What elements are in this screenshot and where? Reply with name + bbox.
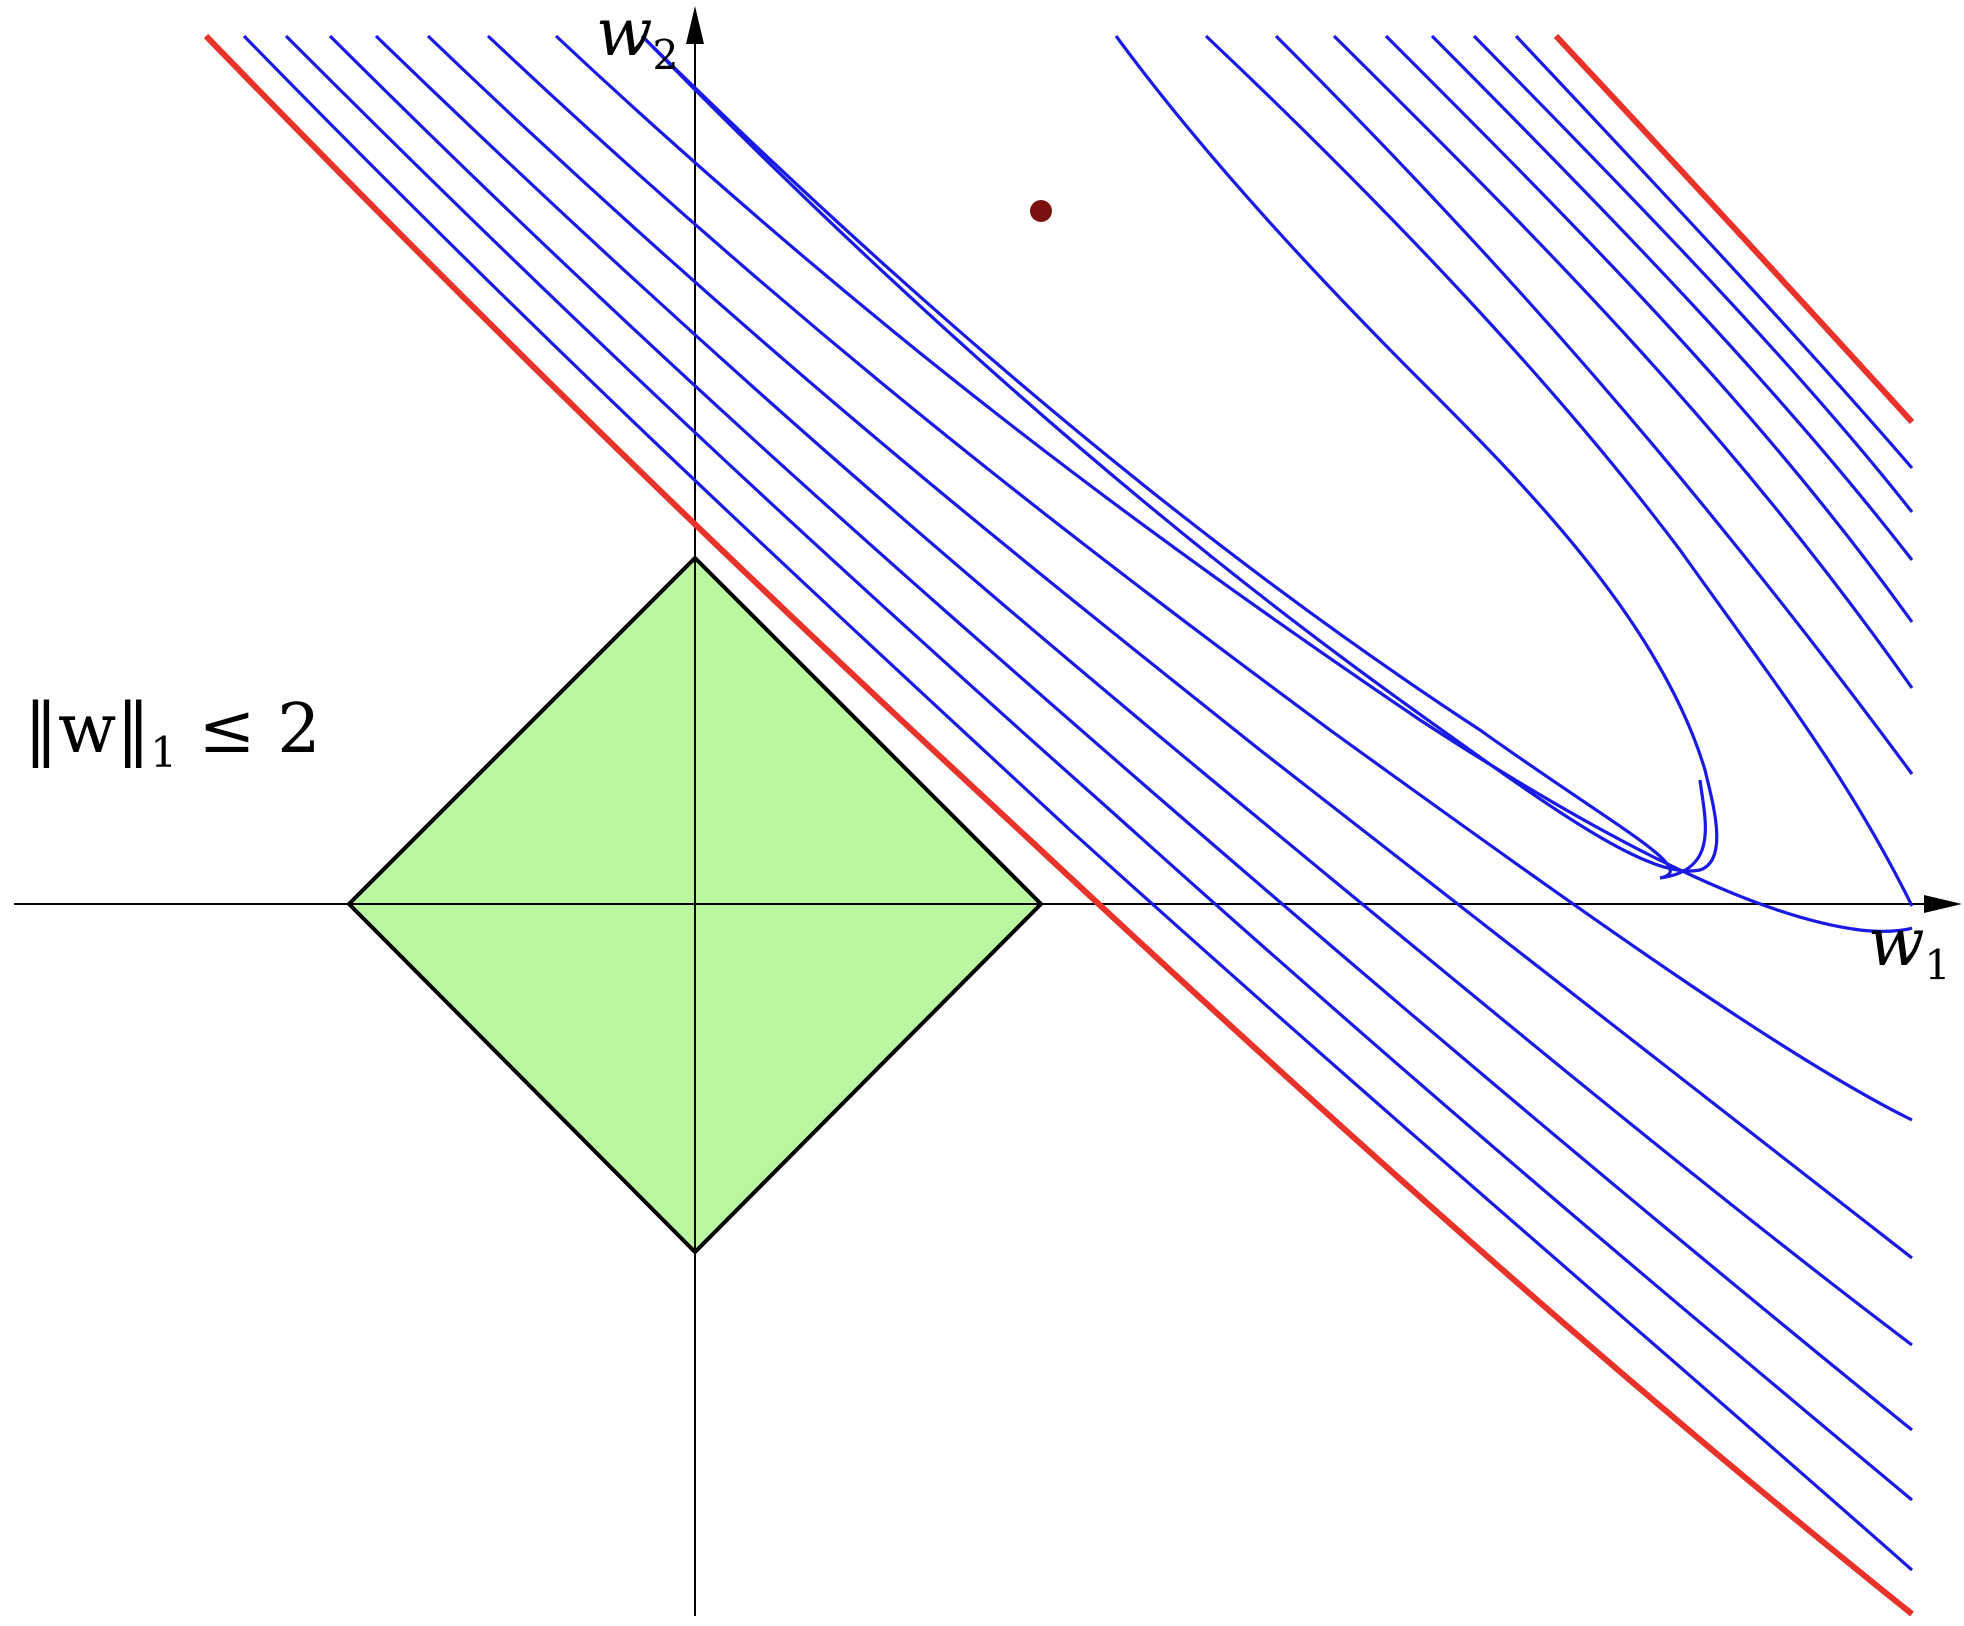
y-axis-label-subscript: 2	[652, 31, 679, 80]
constraint-norm-subscript: 1	[150, 727, 178, 777]
unconstrained-optimum-point	[1030, 200, 1052, 222]
contour-line	[284, 34, 1914, 1502]
contour-line	[1514, 34, 1914, 470]
contour-line	[426, 34, 1913, 1260]
constraint-norm: ‖w‖	[24, 690, 151, 769]
contour-line	[1332, 34, 1914, 689]
x-axis-arrow	[1924, 895, 1962, 913]
x-axis-label-name: w	[1868, 904, 1925, 981]
y-axis-label-name: w	[596, 0, 653, 71]
constraint-label: ‖w‖1 ≤ 2	[24, 690, 321, 777]
contour-extreme-upper	[1553, 33, 1915, 425]
contour-line	[1430, 34, 1914, 561]
contour-line	[486, 34, 1913, 1122]
contour-line-inner	[640, 34, 1719, 873]
contour-line	[242, 34, 1914, 1572]
contour-extreme-lower	[203, 33, 1914, 1617]
y-axis-arrow	[686, 6, 704, 44]
contour-line	[554, 34, 1913, 933]
l1-ball-boundary	[346, 555, 1044, 1255]
x-axis-label-subscript: 1	[1924, 941, 1951, 990]
contour-line	[1384, 34, 1914, 623]
contour-line	[1274, 34, 1914, 775]
contour-line	[374, 34, 1913, 1347]
constraint-relation: ≤ 2	[198, 690, 321, 769]
contour-line	[328, 34, 1914, 1432]
contour-lines-upper	[1204, 34, 1914, 907]
y-axis-label: w2	[596, 0, 679, 79]
contour-line	[1472, 34, 1914, 513]
contour-line	[1204, 34, 1914, 907]
x-axis-label: w1	[1868, 904, 1951, 989]
